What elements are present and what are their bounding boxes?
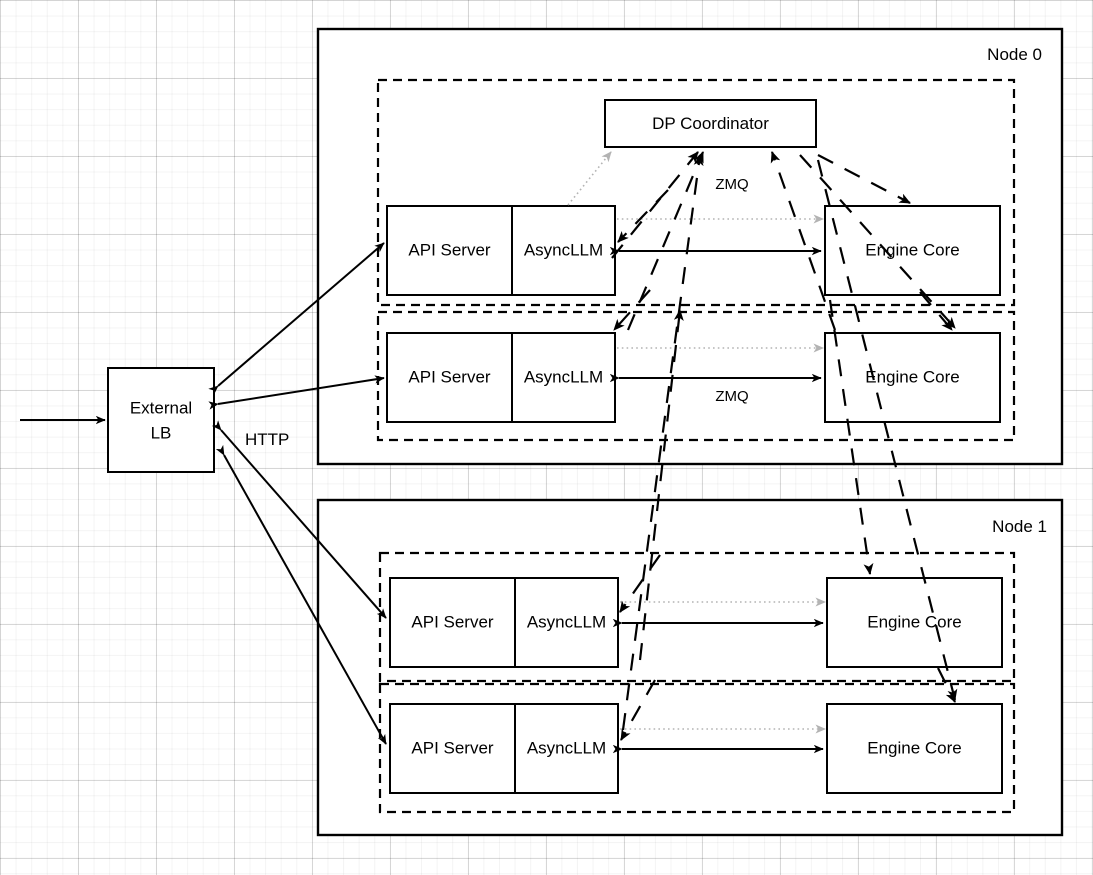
node-0-enginecore-chain-arrow <box>919 291 953 331</box>
http-label: HTTP <box>245 430 289 449</box>
coordinator-edge-node-0-row-1-enginecore <box>770 151 837 331</box>
node-0-coordinator-zmq-label: ZMQ <box>715 176 748 193</box>
coordinator-edge-node-1-row-1-asyncllm <box>621 154 704 731</box>
coordinator-edge-node-0-row-0-asyncllm <box>611 151 699 259</box>
node-0-row-1-apiserver-box[interactable] <box>386 332 616 423</box>
node-1-row-0-apiserver-label: API Server <box>411 612 494 631</box>
node-0-row-1-zmq-label: ZMQ <box>715 388 748 405</box>
node-1-row-1-enginecore-box[interactable] <box>826 703 1003 794</box>
node-0-row-0-group <box>376 78 1016 307</box>
lb-to-node-0-row-0-edge <box>208 242 385 396</box>
node-1-row-1-apiserver-label: API Server <box>411 738 494 757</box>
node-1-label: Node 1 <box>992 517 1047 536</box>
coordinator-down-edge-node-0-row-1-asyncllm <box>613 289 651 331</box>
node-1-enginecore-chain-arrow <box>937 667 956 703</box>
node-0-row-1-enginecore-label: Engine Core <box>865 367 960 386</box>
node-0-row-0-enginecore-label: Engine Core <box>865 240 960 259</box>
node-1-row-1-enginecore-label: Engine Core <box>867 738 962 757</box>
node-0-row-0-apiserver-label: API Server <box>408 240 491 259</box>
coordinator-down-edge-node-1-row-0-asyncllm <box>619 554 661 613</box>
external-lb-box[interactable] <box>107 367 215 473</box>
coordinator-edge-node-1-row-1-enginecore <box>816 159 958 701</box>
lb-to-node-1-row-1-edge <box>215 444 387 745</box>
node-0-row-0-apiserver-box[interactable] <box>386 205 616 296</box>
lb-to-node-0-row-1-edge <box>208 375 385 410</box>
node-1-row-0-enginecore-box[interactable] <box>826 577 1003 668</box>
dp-coordinator-box[interactable] <box>604 99 817 148</box>
external-lb-label-line1: External <box>130 398 192 417</box>
node-0-row-0-asyncllm-label: AsyncLLM <box>524 240 603 259</box>
coordinator-down-edge-node-0-row-0-asyncllm <box>617 189 669 243</box>
node-1-row-0-apiserver-box[interactable] <box>389 577 619 668</box>
node-0-row-0-enginecore-box[interactable] <box>824 205 1001 296</box>
coordinator-edge-node-1-row-0-enginecore <box>828 299 874 575</box>
coordinator-down-edge-node-1-row-1-asyncllm <box>620 679 656 741</box>
node-1-row-0-asyncllm-label: AsyncLLM <box>527 612 606 631</box>
external-lb-label-line2: LB <box>151 423 172 442</box>
node-0-row-1-asyncllm-label: AsyncLLM <box>524 367 603 386</box>
coordinator-edge-node-0-row-1-enginecore-down <box>799 154 956 329</box>
dp-coordinator-label: DP Coordinator <box>652 114 769 133</box>
node-0-label: Node 0 <box>987 45 1042 64</box>
node-1-row-0-enginecore-label: Engine Core <box>867 612 962 631</box>
node-0-row-0-asyncllm-to-coordinator-dotted <box>567 151 612 206</box>
node-0-row-1-apiserver-label: API Server <box>408 367 491 386</box>
node-0-row-1-enginecore-box[interactable] <box>824 332 1001 423</box>
node-1-row-1-group <box>378 682 1016 814</box>
node-1-row-1-asyncllm-label: AsyncLLM <box>527 738 606 757</box>
